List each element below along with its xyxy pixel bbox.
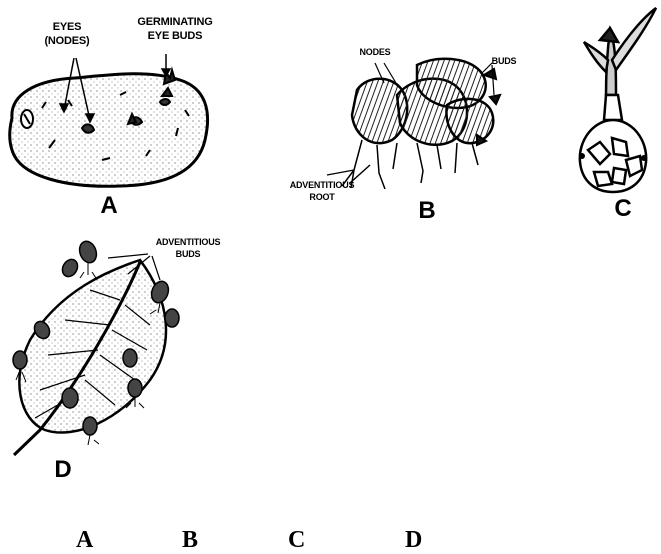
panel-c-letter: C: [608, 197, 638, 221]
panel-d-leaf: ADVENTITIOUS BUDS D: [0, 230, 240, 485]
adventitious-root-label: ADVENTITIOUS ROOT: [272, 181, 372, 202]
bulb-illustration: [570, 0, 661, 225]
nodes-label: NODES: [350, 48, 400, 57]
panel-a-potato: EYES (NODES) GERMINATING EYE BUDS A: [0, 0, 265, 225]
eyes-label: EYES (NODES): [32, 22, 102, 47]
caption-c: C: [288, 527, 305, 554]
panel-a-letter: A: [94, 194, 124, 218]
caption-a: A: [76, 527, 93, 554]
buds-label: BUDS: [486, 57, 522, 66]
adventitious-buds-label: ADVENTITIOUS BUDS: [140, 238, 236, 259]
panel-b-letter: B: [412, 199, 442, 223]
panel-b-rhizome: NODES BUDS ADVENTITIOUS ROOT B: [272, 35, 562, 225]
caption-b: B: [182, 527, 198, 554]
panel-d-letter: D: [48, 458, 78, 482]
caption-d: D: [405, 527, 422, 554]
leaf-illustration: [0, 230, 240, 485]
germinating-eye-buds-label: GERMINATING EYE BUDS: [120, 17, 230, 42]
panel-c-bulb: C: [570, 0, 661, 225]
